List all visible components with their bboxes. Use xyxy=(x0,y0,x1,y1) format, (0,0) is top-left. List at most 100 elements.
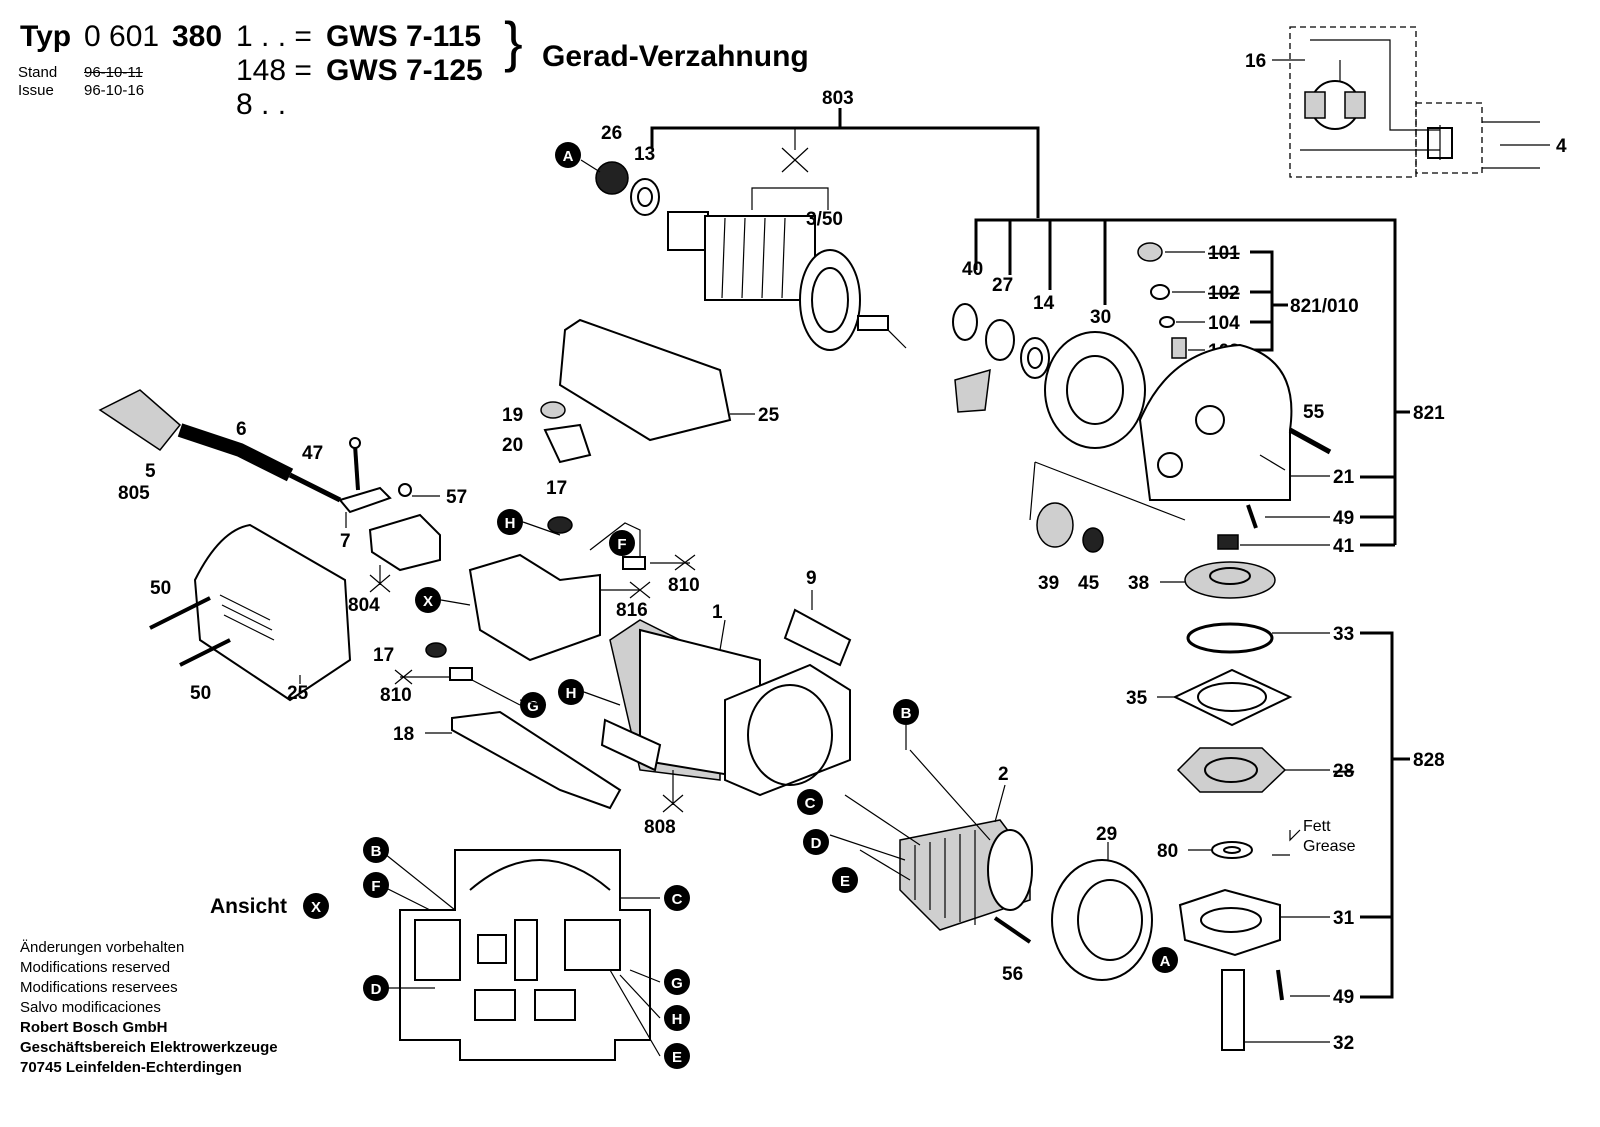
callout-D2: D xyxy=(363,975,389,1001)
part-56-label: 56 xyxy=(1002,964,1023,985)
part-31-clamping-flange xyxy=(1178,888,1281,957)
callout-X1: X xyxy=(415,587,441,613)
variant2-suffix: 148 = xyxy=(236,54,312,87)
part-5-label: 5 xyxy=(145,461,156,482)
callout-A2: A xyxy=(1152,947,1178,973)
part-18-switch-rod xyxy=(451,710,622,810)
callout-H1: H xyxy=(497,509,523,535)
part-80-washer xyxy=(1211,841,1253,859)
callout-B1: B xyxy=(893,699,919,725)
part-821-label: 821 xyxy=(1413,403,1445,424)
part-20-label: 20 xyxy=(502,435,523,456)
part-9-nameplate xyxy=(783,608,852,667)
svg-text:A: A xyxy=(1160,953,1171,970)
part-21-label: 21 xyxy=(1333,467,1355,488)
part-35-label: 35 xyxy=(1126,688,1148,709)
part-45-nut xyxy=(1082,527,1104,553)
part-28-label: 28 xyxy=(1333,761,1354,782)
part-40-circlip xyxy=(952,303,978,341)
part-29-air-guide xyxy=(1051,859,1153,981)
part-101-label: 101 xyxy=(1208,243,1240,264)
svg-text:H: H xyxy=(672,1011,683,1028)
svg-text:F: F xyxy=(371,878,380,895)
model-brace: } xyxy=(504,10,523,73)
part-808-label: 808 xyxy=(644,817,676,838)
part-103 xyxy=(1171,337,1187,359)
part-101 xyxy=(1137,242,1163,262)
variant1-suffix: 1 . . = xyxy=(236,20,312,53)
part-25-housing-cover xyxy=(193,523,352,702)
callout-F1: F xyxy=(609,530,635,556)
callout-D1: D xyxy=(803,829,829,855)
part-21-gear-housing xyxy=(1138,343,1293,501)
callout-A1: A xyxy=(555,142,581,168)
svg-text:A: A xyxy=(563,148,574,165)
grease-note-line1: Fett xyxy=(1303,818,1331,835)
svg-text:E: E xyxy=(840,873,850,890)
part-17a-label: 17 xyxy=(546,478,567,499)
company-division: Geschäftsbereich Elektrowerkzeuge xyxy=(20,1039,278,1056)
issue-label: Issue xyxy=(18,82,54,99)
part-28-bearing-flange xyxy=(1176,747,1287,793)
part-19-label: 19 xyxy=(502,405,523,426)
part-27-label: 27 xyxy=(992,275,1013,296)
part-39-pinion xyxy=(1036,502,1074,548)
svg-text:B: B xyxy=(371,843,382,860)
part-33-label: 33 xyxy=(1333,624,1354,645)
svg-text:X: X xyxy=(423,593,433,610)
svg-text:F: F xyxy=(617,536,626,553)
callout-C1: C xyxy=(797,789,823,815)
part-17-spring-upper xyxy=(547,516,573,534)
svg-text:G: G xyxy=(671,975,683,992)
switch xyxy=(368,513,441,572)
part-102-spring xyxy=(1150,284,1170,300)
stand-label: Stand xyxy=(18,64,58,81)
part-38-crown-gear xyxy=(1184,561,1276,599)
part-104-label: 104 xyxy=(1208,313,1240,334)
part-1-motor-housing xyxy=(609,619,851,797)
svg-text:C: C xyxy=(672,891,683,908)
callout-G1: G xyxy=(520,692,546,718)
part-47-label: 47 xyxy=(302,443,323,464)
part-25-brush-cover xyxy=(558,318,732,442)
part-38-label: 38 xyxy=(1128,573,1149,594)
note-line-3: Modifications reservees xyxy=(20,979,178,996)
company-name: Robert Bosch GmbH xyxy=(20,1019,168,1036)
typ-number-b: 380 xyxy=(172,20,223,53)
typ-label: Typ xyxy=(20,20,72,53)
part-104 xyxy=(1159,316,1175,328)
part-17b-label: 17 xyxy=(373,645,394,666)
part-16-label: 16 xyxy=(1245,51,1266,72)
grease-note-line2: Grease xyxy=(1303,838,1356,855)
variant2-model: GWS 7-125 xyxy=(326,54,483,87)
part-3-50-label: 3/50 xyxy=(806,209,843,230)
part-25b-label: 25 xyxy=(287,683,309,704)
part-5-plug xyxy=(98,389,182,452)
part-804-label: 804 xyxy=(348,595,380,616)
callout-E1: E xyxy=(832,867,858,893)
svg-text:H: H xyxy=(505,515,516,532)
part-55-label: 55 xyxy=(1303,402,1325,423)
view-x-callout: X xyxy=(303,893,329,919)
part-50b-label: 50 xyxy=(190,683,211,704)
part-808-plate xyxy=(600,718,662,772)
bracket-828 xyxy=(1360,631,1394,999)
part-41-bearing xyxy=(1217,534,1239,550)
stand-date-struck: 96-10-11 xyxy=(84,64,143,81)
svg-text:D: D xyxy=(371,981,382,998)
bracket-821-010 xyxy=(1250,250,1274,352)
callout-F2: F xyxy=(363,872,389,898)
part-29-label: 29 xyxy=(1096,824,1117,845)
part-40-label: 40 xyxy=(962,259,983,280)
carbon-brush-lower xyxy=(449,667,473,681)
part-810b-label: 810 xyxy=(380,685,412,706)
part-4-label: 4 xyxy=(1556,136,1567,157)
part-803-label: 803 xyxy=(822,88,854,109)
part-7-cable-clamp xyxy=(338,486,392,514)
variant1-model: GWS 7-115 xyxy=(326,20,482,53)
issue-date: 96-10-16 xyxy=(84,82,145,99)
view-label: Ansicht xyxy=(210,895,288,918)
view-x-detail xyxy=(399,849,651,1061)
